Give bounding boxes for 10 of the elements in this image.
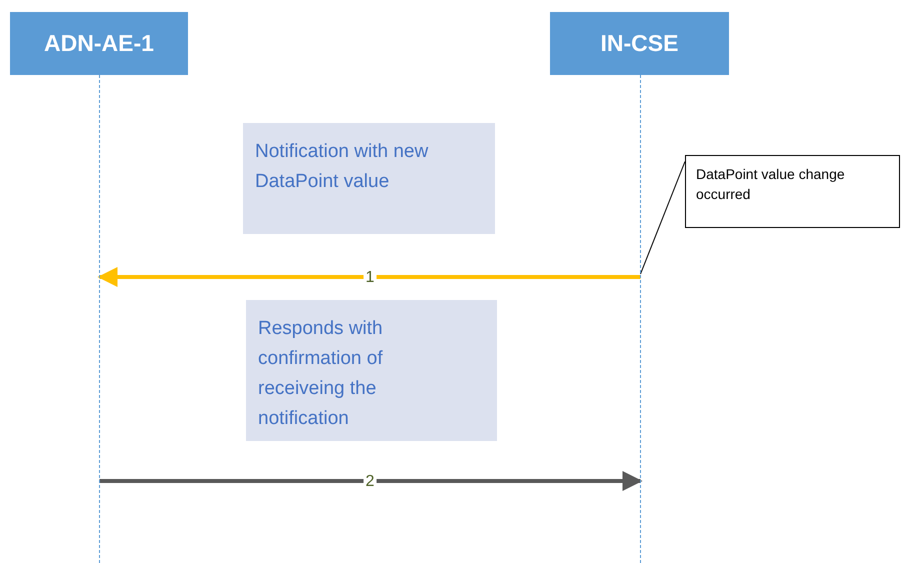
message-arrow bbox=[100, 471, 642, 491]
lifeline-header: ADN-AE-1 bbox=[10, 12, 188, 75]
leader-line bbox=[640, 161, 686, 274]
callout-box: DataPoint value change occurred bbox=[685, 155, 900, 228]
lifeline-header: IN-CSE bbox=[550, 12, 729, 75]
note-box: Notification with new DataPoint value bbox=[243, 123, 495, 234]
lifeline bbox=[640, 75, 641, 563]
note-box: Responds with confirmation of receiveing the notification bbox=[246, 300, 497, 441]
lifeline bbox=[99, 75, 100, 563]
message-arrow bbox=[98, 267, 640, 287]
